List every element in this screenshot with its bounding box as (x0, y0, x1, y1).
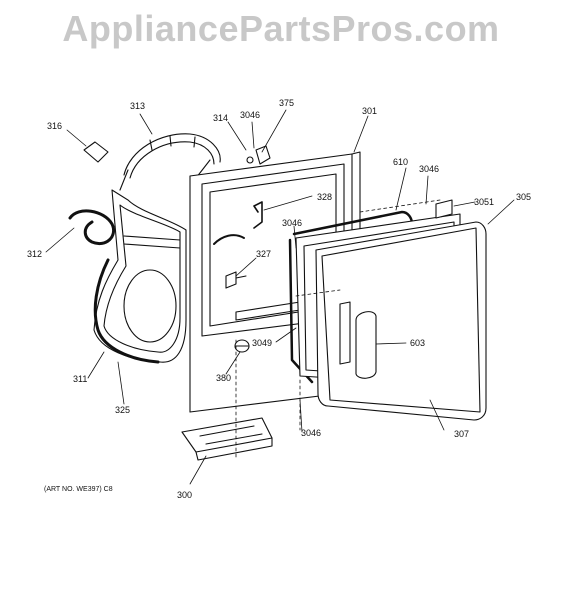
part-325-seal (93, 258, 160, 364)
part-312-hose (68, 209, 115, 245)
callout-3046: 3046 (240, 110, 261, 120)
callout-325: 325 (115, 405, 131, 415)
callout-328: 328 (317, 192, 333, 202)
part-380-knob (234, 339, 250, 353)
watermark-logo: AppliancePartsPros.com (62, 8, 500, 49)
part-311-housing (93, 159, 211, 363)
callout-3046: 3046 (301, 428, 322, 438)
callout-313: 313 (130, 101, 146, 111)
part-300-tray (181, 417, 273, 461)
callout-3046: 3046 (282, 218, 303, 228)
part-3051-bracket (435, 199, 453, 219)
callout-300: 300 (177, 490, 193, 500)
callout-3049: 3049 (252, 338, 273, 348)
callout-316: 316 (47, 121, 63, 131)
callout-327: 327 (256, 249, 272, 259)
callout-375: 375 (279, 98, 295, 108)
part-316-tab (83, 141, 109, 163)
callout-610: 610 (393, 157, 409, 167)
part-313-bracket (123, 133, 221, 179)
part-327-switch (225, 271, 247, 289)
part-328-hook (253, 201, 263, 229)
callout-305: 305 (516, 192, 532, 202)
part-307-door (315, 221, 487, 421)
callout-3051: 3051 (474, 197, 495, 207)
callout-3046: 3046 (419, 164, 440, 174)
callout-311: 311 (73, 374, 88, 384)
part-375-hinge (246, 145, 271, 165)
art-number-note: (ART NO. WE397) C8 (44, 486, 113, 493)
part-603-handle (355, 311, 377, 379)
callout-307: 307 (454, 429, 470, 439)
callout-314: 314 (213, 113, 229, 123)
callout-380: 380 (216, 373, 232, 383)
callout-301: 301 (362, 106, 378, 116)
callout-603: 603 (410, 338, 426, 348)
callout-312: 312 (27, 249, 43, 259)
